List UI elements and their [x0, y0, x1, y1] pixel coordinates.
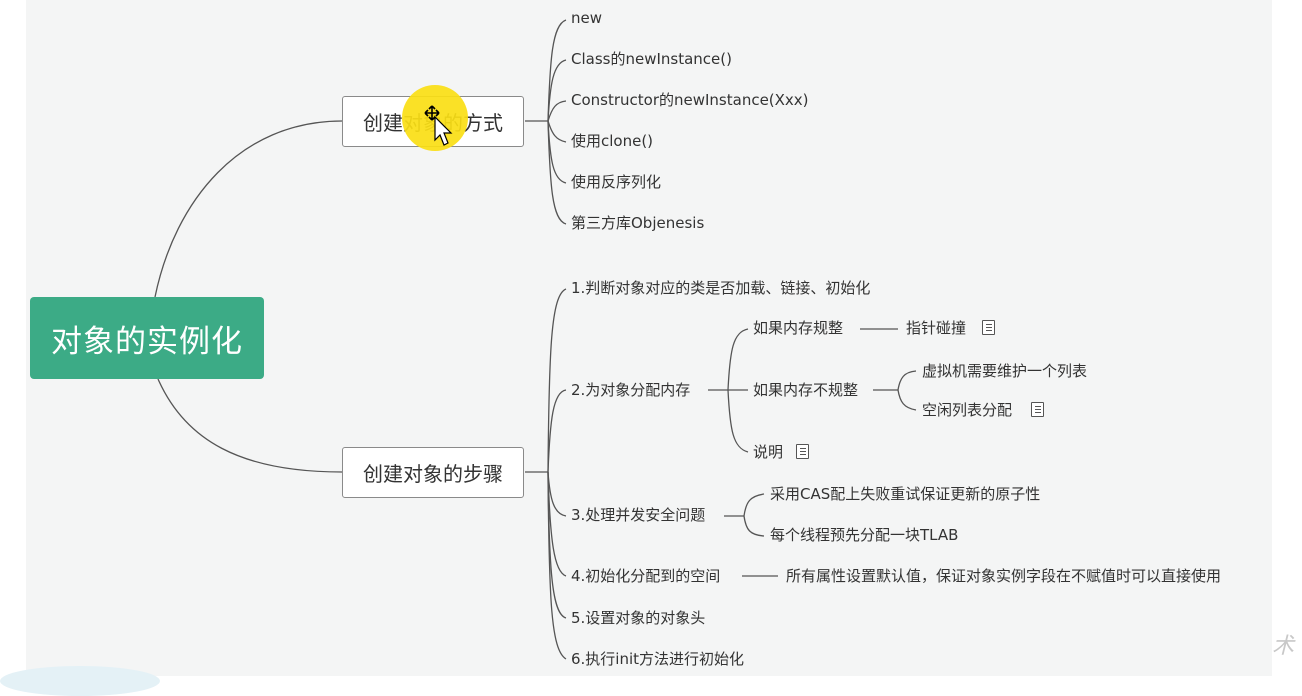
free-list-allocation[interactable]: 空闲列表分配 — [922, 401, 1013, 419]
method-new[interactable]: new — [571, 9, 603, 27]
note-icon[interactable] — [796, 444, 809, 459]
step-2[interactable]: 2.为对象分配内存 — [571, 381, 691, 399]
step-5[interactable]: 5.设置对象的对象头 — [571, 609, 706, 627]
method-clone[interactable]: 使用clone() — [571, 132, 654, 150]
method-class-newinstance[interactable]: Class的newInstance() — [571, 50, 732, 68]
cas-retry[interactable]: 采用CAS配上失败重试保证更新的原子性 — [770, 485, 1041, 503]
bump-pointer[interactable]: 指针碰撞 — [906, 319, 967, 337]
decorative-arc — [0, 666, 160, 696]
method-objenesis[interactable]: 第三方库Objenesis — [571, 214, 705, 232]
step-1[interactable]: 1.判断对象对应的类是否加载、链接、初始化 — [571, 279, 871, 297]
watermark: 术 — [1272, 634, 1295, 659]
tlab[interactable]: 每个线程预先分配一块TLAB — [770, 526, 959, 544]
step-4[interactable]: 4.初始化分配到的空间 — [571, 567, 721, 585]
memory-regular[interactable]: 如果内存规整 — [753, 319, 844, 337]
default-values[interactable]: 所有属性设置默认值，保证对象实例字段在不赋值时可以直接使用 — [786, 567, 1222, 585]
memory-irregular[interactable]: 如果内存不规整 — [753, 381, 859, 399]
branch-creation-steps[interactable]: 创建对象的步骤 — [342, 447, 524, 498]
connector-lines — [154, 19, 917, 660]
method-deserialize[interactable]: 使用反序列化 — [571, 173, 662, 191]
explanation[interactable]: 说明 — [753, 443, 784, 461]
step-6[interactable]: 6.执行init方法进行初始化 — [571, 650, 745, 668]
method-constructor-newinstance[interactable]: Constructor的newInstance(Xxx) — [571, 91, 809, 109]
vm-maintain-list[interactable]: 虚拟机需要维护一个列表 — [922, 362, 1088, 380]
note-icon[interactable] — [982, 320, 995, 335]
root-node[interactable]: 对象的实例化 — [30, 297, 264, 379]
step-3[interactable]: 3.处理并发安全问题 — [571, 506, 706, 524]
note-icon[interactable] — [1031, 402, 1044, 417]
move-cursor-icon — [424, 105, 453, 146]
